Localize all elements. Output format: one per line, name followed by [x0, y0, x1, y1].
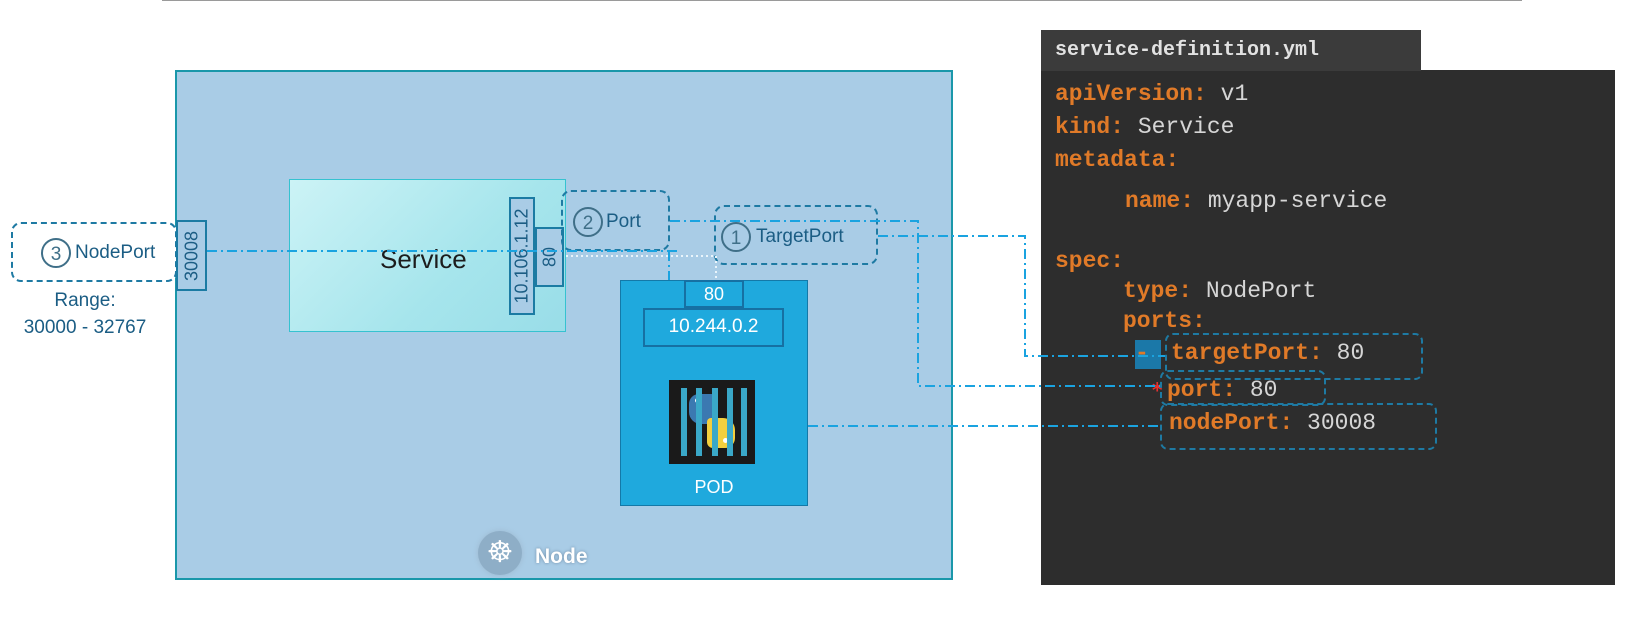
range-label: Range: — [54, 290, 116, 311]
nodeport-range: Range: 30000 - 32767 — [10, 287, 160, 341]
code-line-port: port: 80 — [1167, 377, 1278, 403]
cursor-marker-icon: * — [1152, 378, 1163, 402]
code-line-name: name: myapp-service — [1125, 188, 1388, 214]
kubernetes-helm-icon: ☸ — [478, 531, 522, 575]
nodeport-label: NodePort — [75, 242, 156, 263]
code-line-apiversion: apiVersion: v1 — [1055, 81, 1249, 107]
service-cluster-ip: 10.106.1.12 — [509, 197, 535, 315]
nodeport-highlight — [1160, 403, 1437, 450]
nodeport-number: 3 — [41, 238, 71, 268]
code-line-ports: ports: — [1123, 308, 1206, 334]
code-line-dash: - — [1135, 340, 1149, 366]
code-line-metadata: metadata: — [1055, 147, 1180, 173]
code-line-spec: spec: — [1055, 248, 1125, 274]
port-highlight — [1160, 370, 1326, 406]
code-line-nodeport: nodePort: 30008 — [1169, 410, 1377, 436]
targetport-number: 1 — [721, 222, 751, 252]
targetport-highlight — [1165, 333, 1423, 380]
pod-label: POD — [694, 477, 734, 497]
port-number: 2 — [573, 207, 603, 237]
python-container-icon — [669, 380, 755, 464]
service-port: 80 — [535, 227, 564, 287]
nodeport-value: 30008 — [176, 220, 207, 291]
file-tab[interactable]: service-definition.yml — [1041, 30, 1421, 71]
code-line-kind: kind: Service — [1055, 114, 1235, 140]
port-label: Port — [606, 211, 641, 232]
pod-port: 80 — [684, 280, 744, 308]
range-value: 30000 - 32767 — [23, 317, 147, 338]
pod-ip: 10.244.0.2 — [643, 308, 784, 347]
code-line-type: type: NodePort — [1123, 278, 1317, 304]
targetport-label: TargetPort — [756, 226, 844, 247]
top-divider — [162, 0, 1522, 1]
service-label: Service — [380, 244, 467, 274]
code-line-targetport: targetPort: 80 — [1171, 340, 1365, 366]
node-label: Node — [535, 545, 588, 568]
